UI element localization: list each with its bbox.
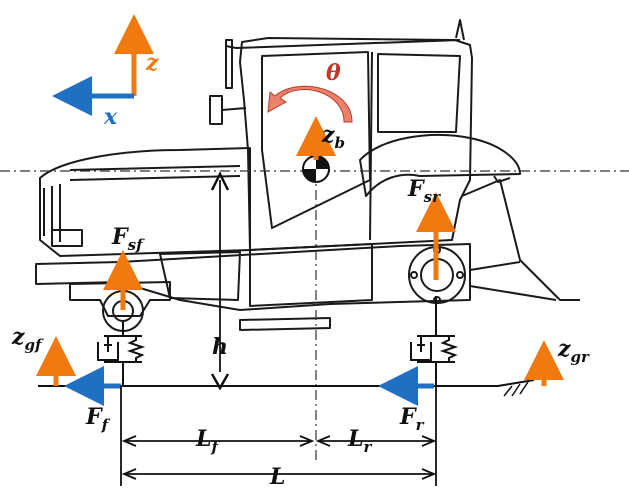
exhaust	[225, 39, 233, 89]
h-label: h	[212, 334, 228, 360]
rotation-arrow-icon	[267, 85, 353, 123]
rear-fender	[359, 133, 521, 197]
coordinate-axes	[52, 14, 154, 116]
lf-label: Lf	[195, 426, 220, 456]
ff-label: Ff	[85, 404, 111, 434]
engine-detail	[159, 251, 241, 301]
theta-label: θ	[326, 60, 341, 86]
cab-roof	[225, 39, 461, 49]
axis-x-label: x	[103, 104, 118, 130]
hitch-arm	[493, 175, 511, 183]
frame-rail	[119, 243, 471, 311]
three-point-linkage	[461, 179, 580, 301]
lr-label: Lr	[347, 426, 372, 456]
front-window	[261, 51, 371, 229]
zgf-label: zgf	[11, 324, 44, 354]
front-weight	[35, 261, 121, 285]
hood	[39, 147, 251, 257]
fsf-label: Fsf	[111, 224, 145, 254]
fsr-label: Fsr	[407, 176, 441, 206]
headlight	[51, 229, 83, 247]
ground-hatch-icon	[503, 381, 529, 397]
hood-vents	[69, 165, 241, 181]
door-window	[377, 53, 461, 133]
l-label: L	[269, 464, 285, 490]
zgr-label: zgr	[557, 336, 590, 366]
zb-label: zb	[321, 122, 345, 152]
front-axle-housing	[69, 281, 171, 317]
labels: z x θ zb Fsf Fsr zgf zgr h Ff Fr Lf Lr	[11, 50, 590, 490]
mirror	[209, 95, 247, 125]
step	[239, 317, 331, 331]
ground-ramp	[497, 379, 535, 387]
fr-label: Fr	[399, 404, 425, 434]
rear-spring-damper-icon	[410, 296, 459, 386]
dimension-lines	[120, 171, 437, 486]
transmission	[249, 243, 373, 307]
rear-pillar	[369, 51, 373, 241]
tractor-outline	[35, 19, 580, 332]
cab-frame	[239, 37, 473, 251]
front-spring-damper-icon	[97, 320, 146, 386]
cab-antenna	[455, 19, 465, 41]
force-arrows	[36, 116, 564, 406]
axis-z-label: z	[145, 50, 159, 76]
